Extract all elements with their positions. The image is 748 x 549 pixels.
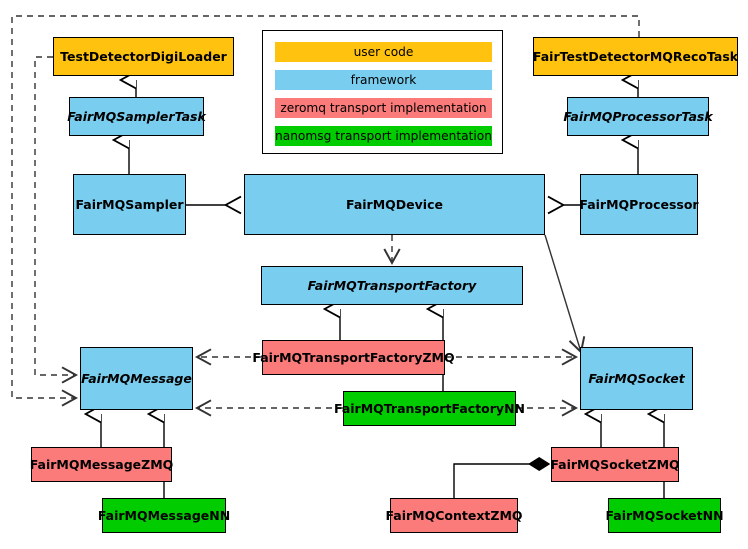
edge-recotask-to-message: [11, 15, 640, 407]
class-box-fairmqsampler[interactable]: FairMQSampler: [73, 174, 186, 235]
class-label: FairMQMessageNN: [97, 507, 231, 523]
class-label: FairMQSampler: [75, 196, 184, 212]
class-box-fairmqsocketzmq[interactable]: FairMQSocketZMQ: [550, 447, 680, 482]
class-box-fairmqtransportfactoryzmq[interactable]: FairMQTransportFactoryZMQ: [252, 340, 455, 375]
class-label: FairTestDetectorMQRecoTask: [532, 48, 739, 64]
edge-digiloader-to-message: [34, 56, 79, 384]
legend-label: nanomsg transport implementation: [275, 129, 492, 143]
class-box-fairmqmessage[interactable]: FairMQMessage: [80, 347, 193, 410]
legend-label: framework: [350, 73, 417, 87]
class-label: FairMQDevice: [346, 196, 443, 212]
class-box-fairmqsocketnn[interactable]: FairMQSocketNN: [605, 498, 724, 533]
class-box-fairmqcontextzmq[interactable]: FairMQContextZMQ: [385, 498, 523, 533]
class-label: FairMQProcessorTask: [563, 108, 713, 124]
class-box-testdetectordigiloader[interactable]: TestDetectorDigiLoader: [53, 37, 234, 76]
edge-socketzmq-composition-contextzmq: [453, 457, 551, 498]
class-label: FairMQContextZMQ: [385, 507, 523, 523]
class-box-fairmqtransportfactory[interactable]: FairMQTransportFactory: [261, 266, 523, 305]
class-label: FairMQTransportFactoryNN: [334, 400, 525, 416]
class-label: FairMQSocketZMQ: [550, 456, 680, 472]
legend-item-zeromq: zeromq transport implementation: [275, 98, 492, 118]
legend-item-user-code: user code: [275, 42, 492, 62]
legend-item-framework: framework: [275, 70, 492, 90]
legend-item-nanomsg: nanomsg transport implementation: [275, 126, 492, 146]
class-box-fairmqtransportfactorynn[interactable]: FairMQTransportFactoryNN: [334, 391, 525, 426]
class-label: FairMQSocketNN: [605, 507, 724, 523]
class-box-fairmqprocessortask[interactable]: FairMQProcessorTask: [563, 97, 713, 136]
class-box-fairmqmessagenn[interactable]: FairMQMessageNN: [98, 498, 230, 533]
class-label: FairMQMessageZMQ: [29, 456, 174, 472]
legend-label: user code: [353, 45, 414, 59]
class-box-fairmqsamplertask[interactable]: FairMQSamplerTask: [67, 97, 206, 136]
class-box-fairmqsocket[interactable]: FairMQSocket: [580, 347, 693, 410]
class-label: FairMQMessage: [81, 370, 192, 386]
class-box-fairtestdetectormqrecotask[interactable]: FairTestDetectorMQRecoTask: [533, 37, 738, 76]
class-label: FairMQTransportFactoryZMQ: [252, 349, 455, 365]
legend-label: zeromq transport implementation: [280, 101, 487, 115]
class-label: FairMQSamplerTask: [67, 108, 206, 124]
class-box-fairmqdevice[interactable]: FairMQDevice: [244, 174, 545, 235]
legend-panel: user code framework zeromq transport imp…: [262, 30, 503, 154]
edge-device-to-socket: [544, 234, 586, 354]
class-box-fairmqprocessor[interactable]: FairMQProcessor: [579, 174, 699, 235]
class-label: TestDetectorDigiLoader: [60, 48, 227, 64]
class-label: FairMQProcessor: [579, 196, 699, 212]
class-box-fairmqmessagezmq[interactable]: FairMQMessageZMQ: [29, 447, 174, 482]
class-label: FairMQSocket: [588, 370, 685, 386]
class-label: FairMQTransportFactory: [307, 277, 477, 293]
